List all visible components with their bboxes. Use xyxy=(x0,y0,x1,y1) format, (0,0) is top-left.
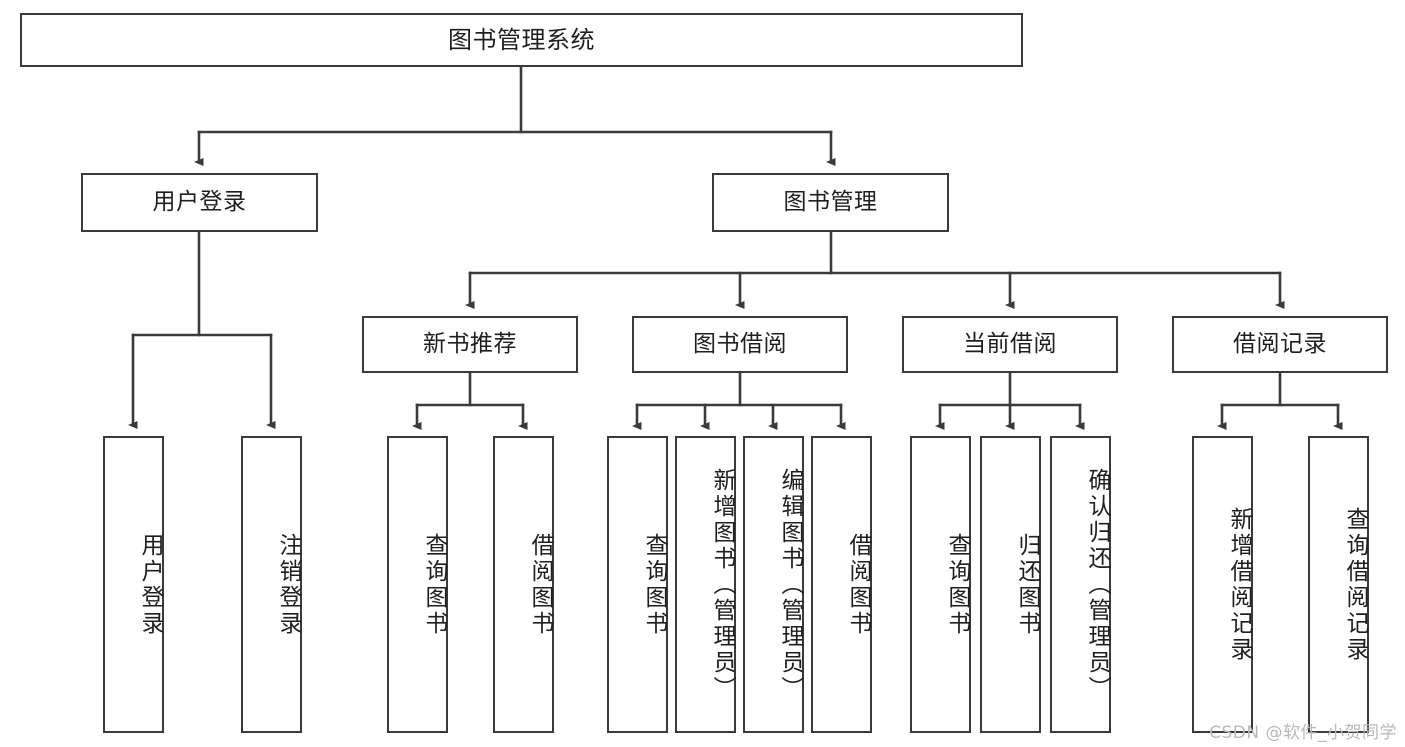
node-label: 注销登录 xyxy=(275,532,301,637)
node-label: 借阅记录 xyxy=(1233,330,1327,357)
node-label: 图书管理 xyxy=(783,188,878,215)
node-book-borrow[interactable]: 图书借阅 xyxy=(632,316,848,373)
node-label: 新书推荐 xyxy=(423,330,517,357)
leaf-current-borrow-confirm-return[interactable]: 确认归还（管理员） xyxy=(1050,436,1111,733)
node-label: 新增图书（管理员） xyxy=(709,467,735,702)
leaf-current-borrow-query[interactable]: 查询图书 xyxy=(910,436,971,733)
node-label: 用户登录 xyxy=(152,188,247,215)
node-label: 借阅图书 xyxy=(845,532,871,637)
node-borrow-record[interactable]: 借阅记录 xyxy=(1172,316,1388,373)
csdn-watermark: CSDN @软件_小贺同学 xyxy=(1209,723,1397,743)
leaf-borrow-record-query[interactable]: 查询借阅记录 xyxy=(1308,436,1369,733)
node-label: 图书借阅 xyxy=(693,330,787,357)
leaf-new-book-borrow[interactable]: 借阅图书 xyxy=(493,436,554,733)
node-current-borrow[interactable]: 当前借阅 xyxy=(902,316,1118,373)
node-label: 借阅图书 xyxy=(527,532,553,637)
node-label: 归还图书 xyxy=(1014,532,1040,637)
node-label: 当前借阅 xyxy=(963,330,1057,357)
node-label: 确认归还（管理员） xyxy=(1084,467,1110,702)
node-user-login[interactable]: 用户登录 xyxy=(81,173,318,232)
node-label: 图书管理系统 xyxy=(448,25,595,54)
node-root-system[interactable]: 图书管理系统 xyxy=(20,13,1023,67)
node-label: 查询借阅记录 xyxy=(1342,506,1368,663)
leaf-new-book-query[interactable]: 查询图书 xyxy=(387,436,448,733)
leaf-book-borrow-edit[interactable]: 编辑图书（管理员） xyxy=(743,436,804,733)
node-new-book-recommend[interactable]: 新书推荐 xyxy=(362,316,578,373)
node-label: 新增借阅记录 xyxy=(1226,506,1252,663)
leaf-current-borrow-return[interactable]: 归还图书 xyxy=(980,436,1041,733)
node-label: 编辑图书（管理员） xyxy=(777,467,803,702)
leaf-borrow-record-add[interactable]: 新增借阅记录 xyxy=(1192,436,1253,733)
node-book-management[interactable]: 图书管理 xyxy=(712,173,949,232)
node-label: 用户登录 xyxy=(137,532,163,637)
leaf-book-borrow-query[interactable]: 查询图书 xyxy=(607,436,668,733)
node-label: 查询图书 xyxy=(944,532,970,637)
leaf-book-borrow-borrow[interactable]: 借阅图书 xyxy=(811,436,872,733)
node-label: 查询图书 xyxy=(641,532,667,637)
node-label: 查询图书 xyxy=(421,532,447,637)
leaf-book-borrow-add[interactable]: 新增图书（管理员） xyxy=(675,436,736,733)
leaf-user-login-login[interactable]: 用户登录 xyxy=(103,436,164,733)
leaf-user-login-logout[interactable]: 注销登录 xyxy=(241,436,302,733)
